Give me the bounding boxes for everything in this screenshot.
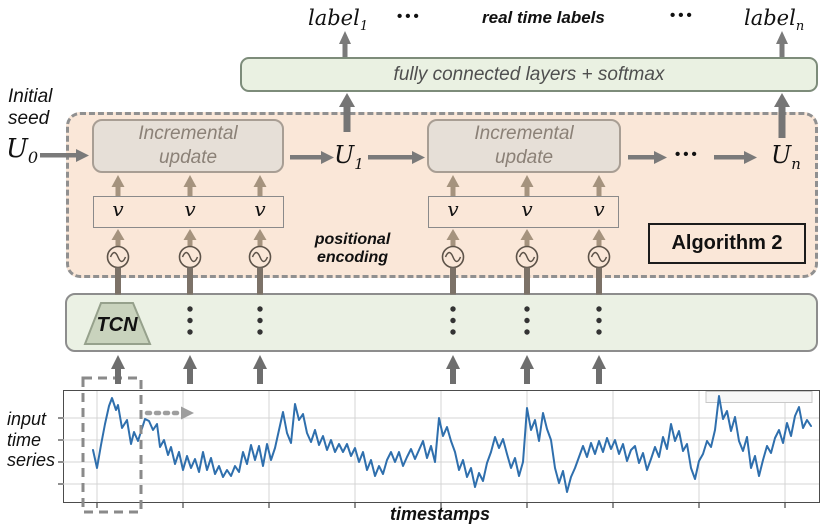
initial-seed-line2: seed (8, 107, 50, 129)
tcn-layer-box (65, 293, 818, 352)
algorithm-2-label: Algorithm 2 (671, 232, 783, 254)
initial-seed-line1: Initial (8, 86, 53, 107)
initial-seed-symbol: U0 (6, 134, 38, 167)
incremental-update-box-2: Incremental update (427, 119, 621, 173)
v-symbol: v (593, 197, 605, 221)
ellipsis-left: ••• (397, 8, 422, 25)
v-symbol: v (112, 197, 124, 221)
value-vector-box-1 (93, 196, 284, 228)
u1-subscript: 1 (354, 154, 364, 173)
labeln-subscript: n (795, 19, 805, 35)
u0-base: U (6, 134, 28, 164)
positional-encoding-caption: positional encoding (300, 231, 405, 268)
plot-ylabel: input time series (7, 409, 55, 471)
ylabel-line1: input (7, 409, 47, 429)
state-un: Un (771, 141, 801, 173)
posenc-line1: positional (314, 231, 391, 248)
label1-subscript: 1 (359, 19, 369, 35)
posenc-line2: encoding (316, 249, 389, 267)
ylabel-line2: time (7, 429, 42, 450)
initial-seed-caption: Initial seed (8, 86, 52, 130)
ellipsis-states: ••• (675, 146, 700, 163)
v-symbol: v (254, 197, 266, 221)
v-symbol: v (521, 197, 533, 221)
output-label-1: label1 (308, 6, 368, 34)
label1-text: label (308, 6, 360, 30)
real-time-labels-caption: real time labels (482, 8, 605, 27)
arrow-fc-to-labeln (776, 31, 788, 57)
ellipsis-right: ••• (670, 7, 695, 24)
plot-xlabel: timestamps (389, 504, 491, 524)
v-symbol: v (184, 197, 196, 221)
incr2-line1: Incremental (474, 123, 574, 145)
value-vector-box-2 (428, 196, 619, 228)
arrows-input-to-tcn (111, 355, 606, 384)
incr2-line2: update (494, 147, 554, 168)
fully-connected-softmax-box: fully connected layers + softmax (240, 57, 818, 92)
un-base: U (771, 141, 792, 169)
u0-subscript: 0 (27, 148, 39, 168)
output-label-n: labeln (744, 6, 804, 34)
ylabel-line3: series (7, 450, 56, 471)
arrow-fc-to-label1 (339, 31, 351, 57)
incr1-line2: update (158, 147, 218, 168)
algorithm-2-badge: Algorithm 2 (648, 223, 806, 264)
state-u1: U1 (334, 141, 364, 173)
fc-box-label: fully connected layers + softmax (393, 63, 665, 85)
u1-base: U (334, 141, 355, 169)
un-subscript: n (791, 154, 801, 173)
v-symbol: v (447, 197, 459, 221)
incr1-line1: Incremental (138, 123, 238, 145)
incremental-update-box-1: Incremental update (92, 119, 284, 173)
input-time-series-plot (63, 390, 820, 503)
labeln-text: label (744, 6, 796, 30)
